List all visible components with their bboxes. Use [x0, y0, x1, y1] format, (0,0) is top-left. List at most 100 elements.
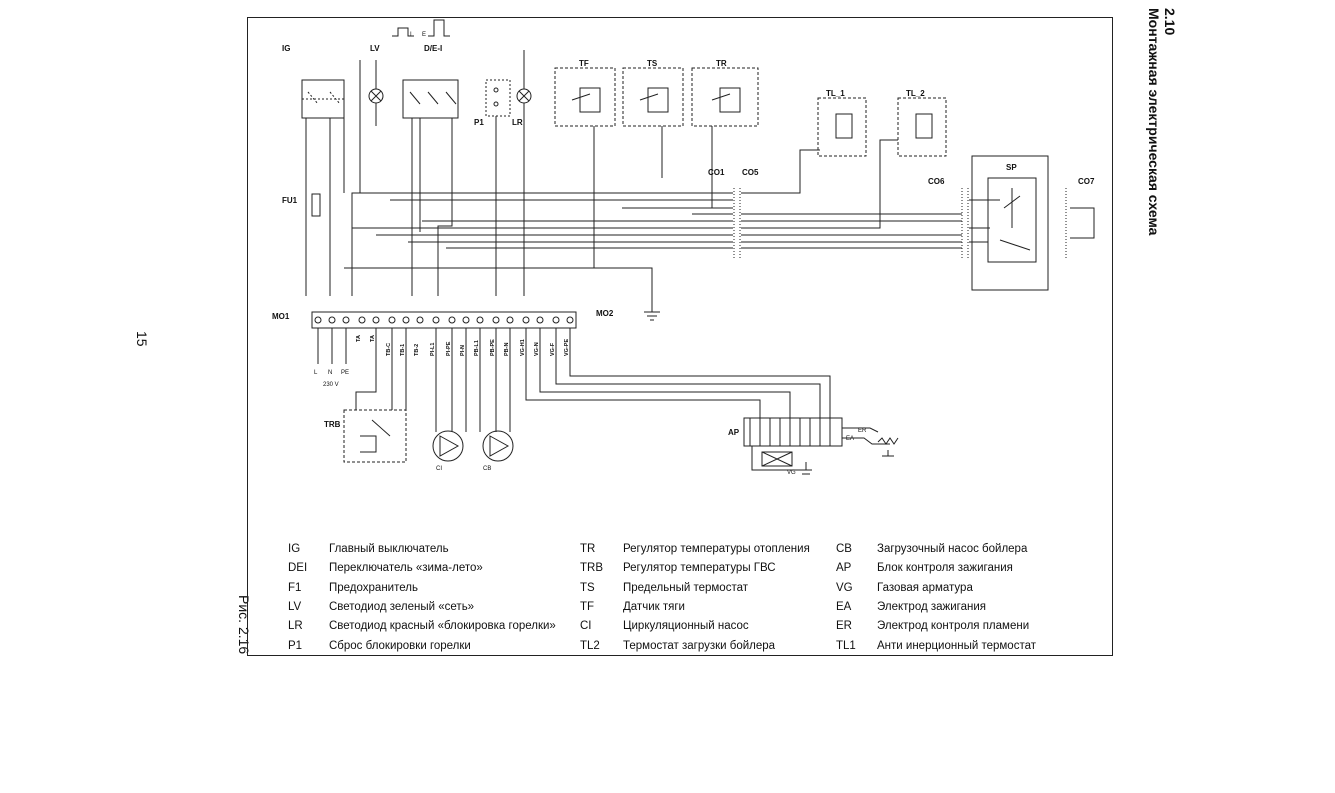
label-mo1: MO1 — [272, 312, 290, 321]
label-tl2: TL_2 — [906, 89, 925, 98]
label-fu1: FU1 — [282, 196, 298, 205]
legend-code: VG — [836, 582, 853, 594]
legend-code: AP — [836, 562, 852, 574]
legend-code: CB — [836, 543, 852, 555]
legend-description: Предельный термостат — [623, 582, 748, 594]
terminal-label: TB-2 — [414, 344, 420, 356]
terminal-clamps — [314, 316, 574, 324]
legend-description: Главный выключатель — [329, 543, 449, 555]
legend-code: TS — [580, 582, 595, 594]
terminal-label: VG-F — [550, 342, 556, 356]
label-tl1: TL_1 — [826, 89, 845, 98]
label-mode-summer: E — [422, 32, 426, 38]
terminal-label: VG-H1 — [520, 339, 526, 356]
label-dei: D/E-I — [424, 44, 442, 53]
legend-description: Регулятор температуры ГВС — [623, 562, 776, 574]
label-lr: LR — [512, 118, 523, 127]
terminal-label: VG-PE — [564, 339, 570, 356]
label-co6: CO6 — [928, 177, 945, 186]
legend-code: ER — [836, 620, 852, 632]
terminal-label: TA — [370, 335, 376, 342]
legend-description: Регулятор температуры отопления — [623, 543, 810, 555]
label-sp: SP — [1006, 163, 1017, 172]
label-ts: TS — [647, 59, 658, 68]
terminal-strip — [311, 311, 577, 329]
terminal-function-labels: TA TA TB-C TB-1 TB-2 PI-L1 PI-PE PI-N PB… — [356, 335, 570, 356]
label-vg: VG — [787, 470, 796, 476]
legend-code: LV — [288, 601, 302, 613]
legend-code: TR — [580, 543, 596, 555]
label-tf: TF — [579, 59, 589, 68]
legend-description: Циркуляционный насос — [623, 620, 749, 632]
legend-description: Электрод зажигания — [877, 601, 986, 613]
legend-description: Электрод контроля пламени — [877, 620, 1030, 632]
legend-description: Датчик тяги — [623, 601, 685, 613]
terminal-label: PB-PE — [490, 339, 496, 356]
vg-gas-valve — [761, 451, 793, 467]
p1-button-box — [485, 79, 511, 117]
label-mode-winter: I — [410, 32, 412, 38]
legend-description: Светодиод зеленый «сеть» — [329, 601, 475, 613]
tl2-thermostat-box — [897, 97, 947, 157]
label-trb: TRB — [324, 420, 341, 429]
tr-thermostat-box — [691, 67, 759, 127]
terminal-label: TA — [356, 335, 362, 342]
terminal-label: PB-N — [504, 343, 510, 356]
label-p1: P1 — [474, 118, 484, 127]
label-supply-voltage: 230 V — [323, 382, 339, 388]
label-co7: CO7 — [1078, 177, 1095, 186]
label-ci: CI — [436, 466, 442, 472]
sp-block — [971, 155, 1049, 291]
co1-connector — [733, 188, 741, 258]
label-supply-l: L — [314, 370, 318, 376]
terminal-label: VG-N — [534, 342, 540, 356]
label-supply-n: N — [328, 370, 332, 376]
legend-code: TL2 — [580, 640, 600, 652]
label-ig: IG — [282, 44, 290, 53]
label-mo2: MO2 — [596, 309, 614, 318]
terminal-label: PI-L1 — [430, 343, 436, 356]
legend-description: Блок контроля зажигания — [877, 562, 1013, 574]
legend-description: Анти инерционный термостат — [877, 640, 1036, 652]
ts-thermostat-box — [622, 67, 684, 127]
legend-description: Светодиод красный «блокировка горелки» — [329, 620, 556, 632]
legend-description: Газовая арматура — [877, 582, 973, 594]
label-co1: CO1 — [708, 168, 725, 177]
legend-code: DEI — [288, 562, 308, 574]
ci-pump-symbol — [432, 430, 464, 462]
legend-code: IG — [288, 543, 301, 555]
legend-code: TF — [580, 601, 595, 613]
legend-code: CI — [580, 620, 592, 632]
label-ea: EA — [846, 436, 854, 442]
er-ea-electrodes — [842, 427, 890, 445]
label-er: ER — [858, 428, 867, 434]
legend-code: F1 — [288, 582, 302, 594]
legend-description: Сброс блокировки горелки — [329, 640, 471, 652]
cb-pump-symbol — [482, 430, 514, 462]
label-ap: AP — [728, 428, 740, 437]
fu1-fuse — [311, 193, 321, 217]
legend-code: TL1 — [836, 640, 856, 652]
label-co5: CO5 — [742, 168, 759, 177]
figure-frame — [247, 17, 1113, 656]
label-lv: LV — [370, 44, 380, 53]
ap-ignition-block — [743, 417, 843, 447]
label-cb: CB — [483, 466, 491, 472]
terminal-label: PI-N — [460, 345, 466, 356]
terminal-label: TB-C — [386, 343, 392, 356]
label-tr: TR — [716, 59, 727, 68]
legend-description: Загрузочный насос бойлера — [877, 543, 1028, 555]
legend-code: EA — [836, 601, 852, 613]
legend-code: LR — [288, 620, 303, 632]
dei-switch-box — [402, 79, 459, 119]
label-supply-pe: PE — [341, 370, 349, 376]
co6-connector — [961, 188, 969, 258]
terminal-label: TB-1 — [400, 344, 406, 356]
legend-description: Переключатель «зима-лето» — [329, 562, 483, 574]
legend-code: P1 — [288, 640, 303, 652]
tf-thermostat-box — [554, 67, 616, 127]
tl1-thermostat-box — [817, 97, 867, 157]
legend-description: Предохранитель — [329, 582, 418, 594]
legend-description: Термостат загрузки бойлера — [623, 640, 776, 652]
